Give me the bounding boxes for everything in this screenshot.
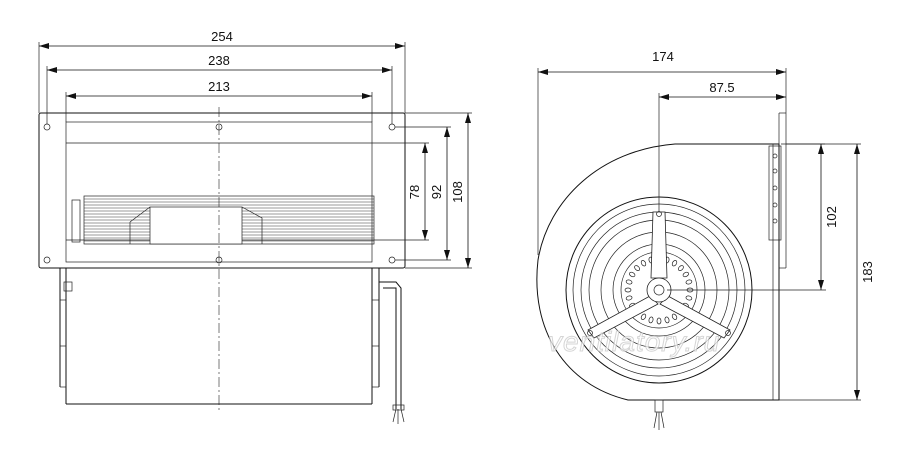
mounting-hole (43, 123, 51, 131)
vent-hole (685, 295, 693, 301)
dim-78: 78 (407, 185, 422, 199)
flange-holes (772, 153, 778, 224)
dim-108: 108 (450, 181, 465, 203)
vent-hole (640, 313, 647, 320)
motor-bracket (587, 211, 731, 339)
side-view: 174 87.5 102 183 ventilatory.ru (536, 49, 875, 430)
power-cable-side (653, 399, 665, 430)
mounting-hole (388, 123, 396, 131)
vent-hole (671, 260, 678, 267)
width-dimensions: 254 238 213 (38, 29, 406, 124)
vent-hole (656, 317, 662, 325)
height-dimensions: 78 92 108 (372, 112, 472, 269)
mounting-hole (43, 256, 51, 264)
vent-hole (640, 260, 647, 267)
vent-hole (664, 316, 670, 324)
vent-hole (678, 265, 684, 271)
vent-hole (624, 287, 632, 293)
dim-92: 92 (429, 185, 444, 199)
vent-hole (625, 279, 633, 285)
vent-hole (634, 265, 640, 271)
scroll-housing (536, 143, 780, 401)
vent-hole (625, 295, 633, 301)
vent-hole (648, 316, 654, 324)
vent-hole (671, 313, 678, 320)
dim-174: 174 (652, 49, 674, 64)
mounting-flange (38, 112, 406, 269)
dim-87-5: 87.5 (709, 80, 734, 95)
dim-254: 254 (211, 29, 233, 44)
dim-213: 213 (208, 79, 230, 94)
outlet-flange-edge (768, 145, 782, 241)
vent-hole (685, 279, 693, 285)
power-cable (379, 281, 405, 424)
front-view: 254 238 213 78 92 108 (38, 29, 472, 424)
side-dimensions: 174 87.5 102 183 (537, 49, 875, 401)
impeller-wheel (71, 195, 375, 245)
vent-hole (629, 271, 636, 278)
motor-housing (59, 268, 380, 405)
dim-238: 238 (208, 53, 230, 68)
mounting-hole (388, 256, 396, 264)
dim-183: 183 (860, 261, 875, 283)
watermark: ventilatory.ru (548, 326, 720, 357)
dim-102: 102 (824, 206, 839, 228)
vent-hole (682, 271, 689, 278)
